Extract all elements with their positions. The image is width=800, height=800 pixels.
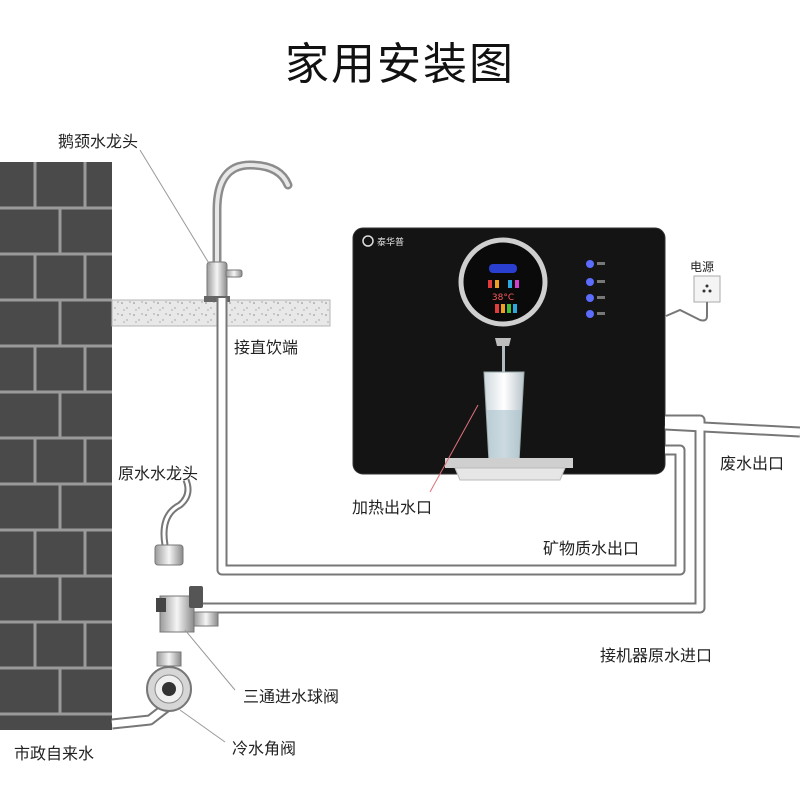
brand-logo-icon: [362, 235, 374, 247]
panel-button-icon: [586, 294, 594, 302]
ball-valve-leader: [184, 629, 236, 691]
power-socket-icon: [665, 275, 721, 322]
label-hot-water-outlet: 加热出水口: [352, 498, 433, 517]
label-three-way-ball-valve: 三通进水球阀: [243, 687, 340, 706]
label-mineral-water-outlet: 矿物质水出口: [543, 539, 640, 558]
panel-button-icon: [586, 310, 594, 318]
label-gooseneck-faucet: 鹅颈水龙头: [58, 132, 139, 151]
three-way-ball-valve-icon: [156, 586, 219, 633]
raw-water-faucet-icon: [154, 478, 192, 566]
label-municipal-tap-water: 市政自来水: [14, 744, 95, 763]
display-badge-icon: [489, 264, 517, 273]
page-title: 家用安装图: [285, 39, 515, 90]
gooseneck-faucet-icon: [204, 160, 293, 302]
brand-name: 泰华普: [377, 236, 404, 248]
panel-button-icon: [586, 278, 594, 286]
pipes: [111, 298, 800, 730]
temperature-readout: 38°C: [492, 293, 514, 303]
label-cold-water-angle-valve: 冷水角阀: [232, 739, 297, 758]
water-dispenser: 38°C 泰华普: [352, 227, 666, 481]
label-power: 电源: [690, 260, 715, 274]
brick-wall: [0, 162, 112, 730]
angle-valve-icon: [146, 651, 192, 712]
gooseneck-leader: [139, 149, 211, 266]
label-direct-drink-port: 接直饮端: [234, 338, 299, 357]
hot-outlet-leader: [429, 404, 479, 493]
label-waste-water-outlet: 废水出口: [720, 454, 785, 473]
angle-valve-leader: [179, 709, 226, 743]
label-raw-water-faucet: 原水水龙头: [118, 464, 199, 483]
label-machine-raw-water-inlet: 接机器原水进口: [600, 646, 713, 665]
panel-button-icon: [586, 260, 594, 268]
